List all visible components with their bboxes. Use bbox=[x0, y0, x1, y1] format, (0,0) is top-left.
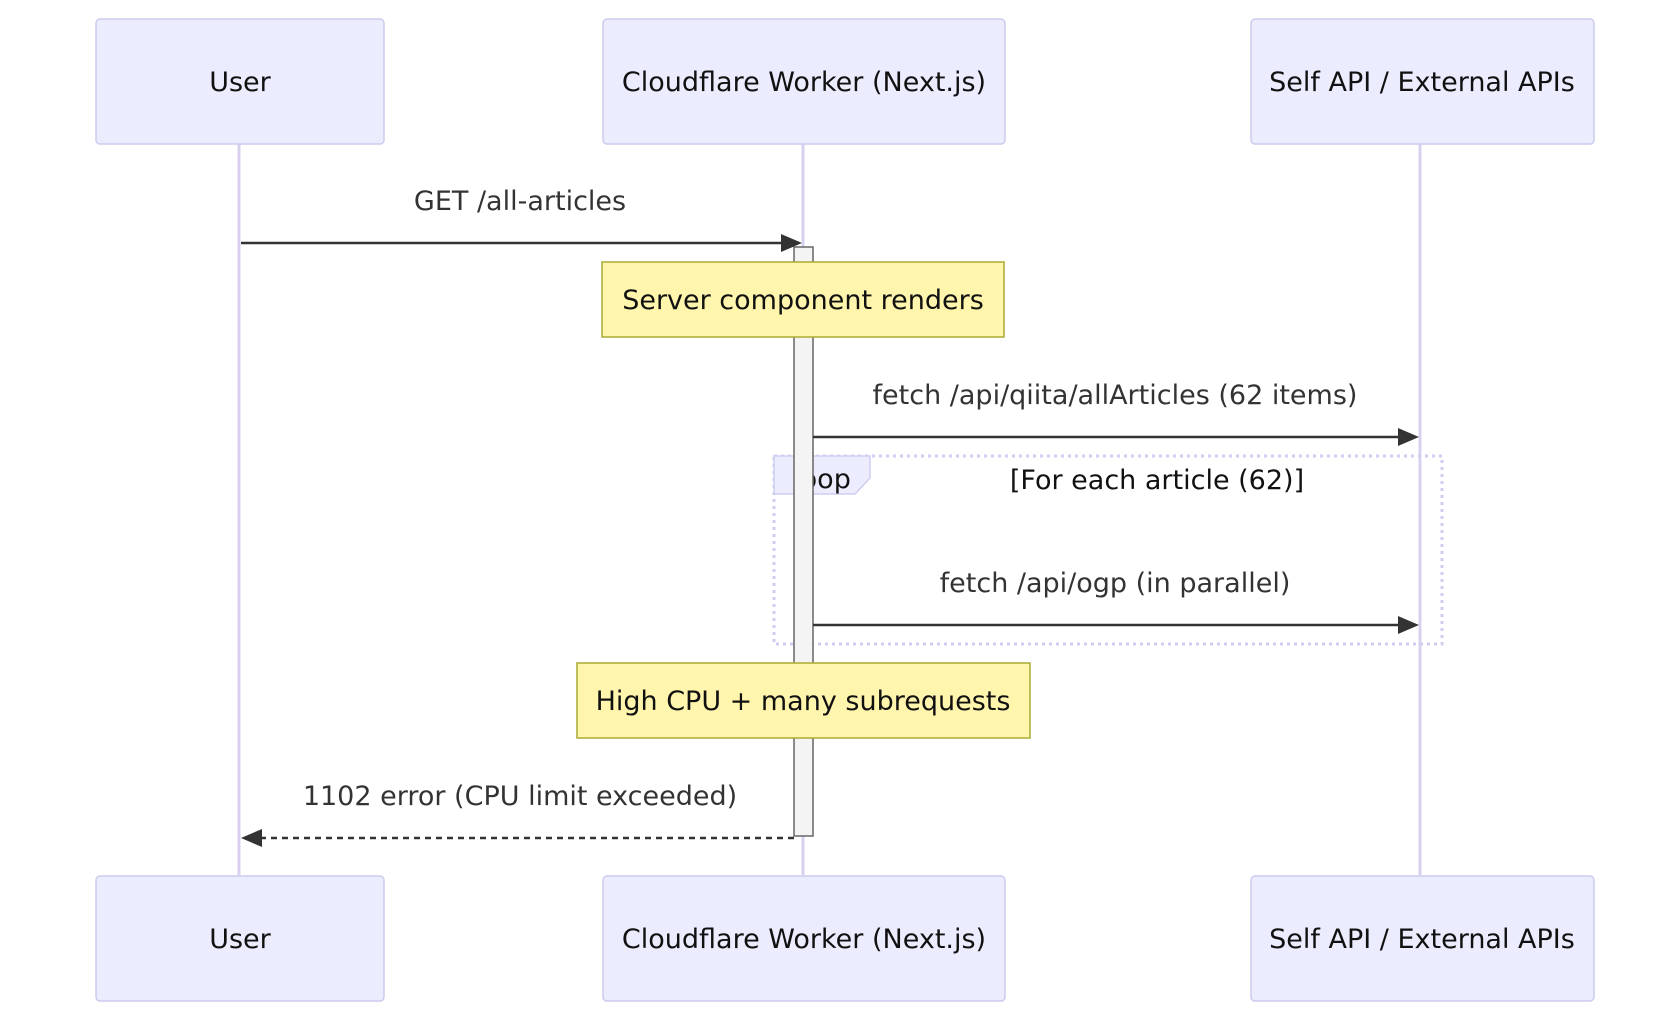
actor-worker-top: Cloudflare Worker (Next.js) bbox=[602, 18, 1006, 145]
actor-apis-bottom: Self API / External APIs bbox=[1250, 875, 1595, 1002]
message-get-all-articles: GET /all-articles bbox=[241, 186, 802, 252]
actor-box bbox=[602, 18, 1006, 145]
actor-user-bottom: User bbox=[95, 875, 385, 1002]
note-label: Server component renders bbox=[622, 285, 984, 316]
arrowhead bbox=[1398, 428, 1419, 446]
message-fetch-ogp: fetch /api/ogp (in parallel) bbox=[813, 568, 1419, 634]
actor-label: Self API / External APIs bbox=[1269, 924, 1575, 955]
actor-label: Cloudflare Worker (Next.js) bbox=[622, 924, 986, 955]
loop-condition: [For each article (62)] bbox=[1010, 465, 1304, 496]
message-label: GET /all-articles bbox=[414, 186, 626, 217]
loop-frame: loop [For each article (62)] bbox=[772, 454, 1444, 646]
actor-label: Self API / External APIs bbox=[1269, 67, 1575, 98]
actor-user-top: User bbox=[95, 18, 385, 145]
message-fetch-all-articles: fetch /api/qiita/allArticles (62 items) bbox=[813, 380, 1419, 446]
loop-frame-border bbox=[772, 454, 1444, 646]
actor-worker-bottom: Cloudflare Worker (Next.js) bbox=[602, 875, 1006, 1002]
actor-box bbox=[95, 875, 385, 1002]
arrowhead bbox=[781, 234, 802, 252]
message-label: fetch /api/ogp (in parallel) bbox=[940, 568, 1291, 599]
message-1102-error: 1102 error (CPU limit exceeded) bbox=[241, 781, 794, 847]
actor-box bbox=[602, 875, 1006, 1002]
message-label: 1102 error (CPU limit exceeded) bbox=[303, 781, 737, 812]
note-box bbox=[576, 662, 1031, 739]
note-high-cpu: High CPU + many subrequests bbox=[576, 662, 1031, 739]
note-server-component: Server component renders bbox=[601, 261, 1005, 338]
actor-label: User bbox=[209, 67, 271, 98]
note-box bbox=[601, 261, 1005, 338]
actor-apis-top: Self API / External APIs bbox=[1250, 18, 1595, 145]
note-label: High CPU + many subrequests bbox=[596, 686, 1011, 717]
message-label: fetch /api/qiita/allArticles (62 items) bbox=[873, 380, 1358, 411]
arrowhead bbox=[1398, 616, 1419, 634]
actor-label: Cloudflare Worker (Next.js) bbox=[622, 67, 986, 98]
actor-box bbox=[1250, 875, 1595, 1002]
actor-label: User bbox=[209, 924, 271, 955]
actor-box bbox=[1250, 18, 1595, 145]
actor-box bbox=[95, 18, 385, 145]
arrowhead bbox=[241, 829, 262, 847]
